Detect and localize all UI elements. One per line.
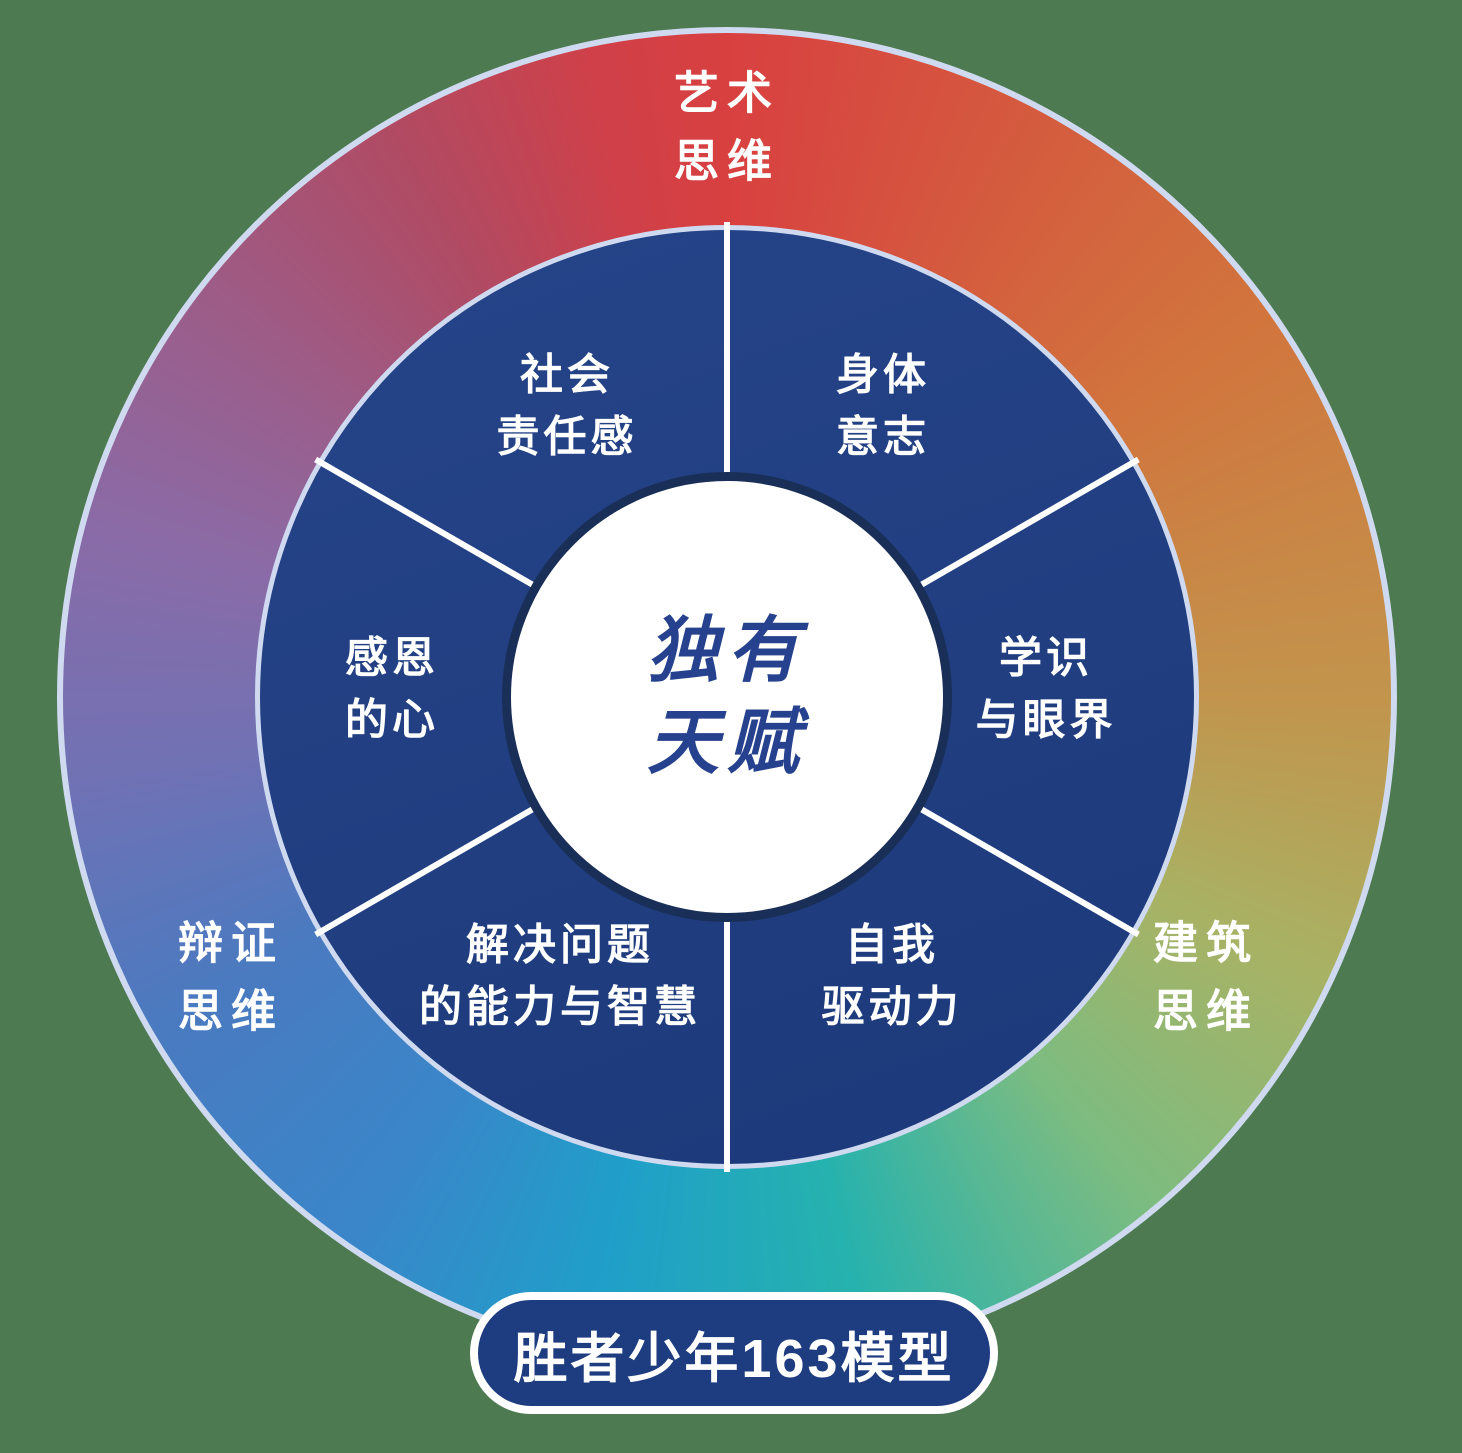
ring-label-line: 辩证 [177,917,285,969]
ring-label-line: 建筑 [1152,917,1260,969]
segment-label-physical-will: 身体 意志 [836,345,930,470]
segment-label-problem-solving: 解决问题 的能力与智慧 [419,915,701,1040]
segment-label-knowledge-vision: 学识 与眼界 [976,628,1117,753]
ring-label-line: 思维 [177,985,285,1036]
segment-label-social-responsibility: 社会 责任感 [497,345,638,470]
segment-label-line: 身体 [836,351,930,400]
segment-divider-bottom [724,907,730,1172]
ring-label-architecture-thinking: 建筑 思维 [1153,910,1259,1045]
segment-label-line: 意志 [836,414,930,462]
segment-label-line: 学识 [999,634,1093,683]
ring-label-line: 艺术 [673,67,781,119]
segment-label-line: 责任感 [496,414,638,462]
segment-label-line: 驱动力 [821,984,963,1032]
ring-label-dialectical-thinking: 辩证 思维 [178,910,284,1045]
segment-label-line: 与眼界 [975,697,1117,745]
ring-label-line: 思维 [1152,985,1260,1036]
segment-label-line: 解决问题 [466,921,654,970]
segment-label-line: 社会 [520,351,614,400]
ring-label-line: 思维 [673,135,781,186]
center-title-line: 独有 [646,610,807,691]
center-circle: 独有 天赋 [502,472,952,922]
model-name-badge-label: 胜者少年163模型 [513,1328,955,1389]
ring-label-art-thinking: 艺术 思维 [674,60,780,195]
segment-label-line: 的心 [345,697,439,745]
segment-label-line: 的能力与智慧 [419,984,701,1032]
segment-divider-top [724,222,730,487]
segment-label-self-drive: 自我 驱动力 [822,915,963,1040]
model-name-badge: 胜者少年163模型 [470,1292,998,1414]
segment-label-line: 感恩 [345,634,439,683]
segment-label-line: 自我 [845,921,939,970]
center-title: 独有 天赋 [647,605,807,789]
center-title-line: 天赋 [646,703,807,783]
segment-label-grateful-heart: 感恩 的心 [345,628,439,753]
